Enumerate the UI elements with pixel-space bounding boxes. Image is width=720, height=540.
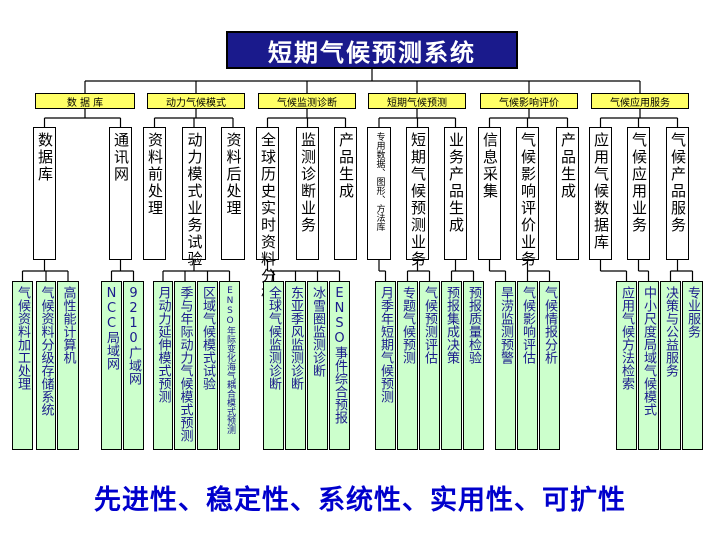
category-box: 气候影响评价 <box>480 93 578 109</box>
module-box-label: 中小尺度局域气候模式 <box>641 286 656 416</box>
subsystem-box-label: 应用气候数据库 <box>592 132 610 251</box>
subsystem-box: 产品生成 <box>334 127 357 260</box>
subsystem-box: 动力模式业务试验 <box>182 127 206 268</box>
subsystem-box: 气候产品服务 <box>666 127 689 260</box>
category-box: 数 据 库 <box>35 93 135 109</box>
subsystem-box-label: 信息采集 <box>481 132 499 200</box>
module-box-label: NCC局域网 <box>104 286 119 370</box>
module-box: 气候预测评估 <box>419 281 440 450</box>
module-box: NCC局域网 <box>101 281 122 450</box>
subsystem-box-label: 资料后处理 <box>224 132 243 217</box>
subsystem-box: 专用数据、图形、方法库 <box>367 127 391 260</box>
module-box-label: 决策与公益服务 <box>663 286 678 377</box>
module-box: 专题气候预测 <box>397 281 418 450</box>
module-box-label: ENSO年际变化海气耦合模式预测 <box>225 286 235 434</box>
module-box-label: 区域气候模式试验 <box>200 286 215 390</box>
module-box: 9210广域网 <box>123 281 144 450</box>
subsystem-box: 气候影响评价业务 <box>516 127 539 268</box>
category-box: 动力气候模式 <box>147 93 245 109</box>
module-box: 气候影响评估 <box>517 281 538 450</box>
module-box-label: 月动力延伸模式预测 <box>155 286 171 403</box>
subsystem-box-label: 监测诊断业务 <box>299 132 317 234</box>
module-box: 预报质量检验 <box>463 281 484 450</box>
module-box: 冰雪圈监测诊断 <box>307 281 328 450</box>
subsystem-box-label: 气候应用业务 <box>630 132 648 234</box>
module-box-label: 应用气候方法检索 <box>619 286 634 390</box>
module-box: 旱涝监测预警 <box>495 281 516 450</box>
module-box: 中小尺度局域气候模式 <box>638 281 659 450</box>
subsystem-box: 气候应用业务 <box>627 127 650 260</box>
module-box-label: 全球气候监测诊断 <box>266 286 281 390</box>
subsystem-box: 产品生成 <box>556 127 579 260</box>
subsystem-box: 信息采集 <box>478 127 501 260</box>
subsystem-box: 短期气候预测业务 <box>406 127 429 268</box>
subsystem-box-label: 数据库 <box>36 132 54 183</box>
subsystem-box: 数据库 <box>33 127 56 260</box>
category-box: 气候应用服务 <box>591 93 689 109</box>
module-box: 高性能计算机 <box>57 281 79 450</box>
module-box-label: 9210广域网 <box>126 286 141 385</box>
module-box: ENSO年际变化海气耦合模式预测 <box>219 281 240 450</box>
module-box-label: 月季年短期气候预测 <box>378 286 393 403</box>
module-box-label: 预报集成决策 <box>444 286 459 364</box>
subsystem-box: 资料后处理 <box>221 127 245 260</box>
subsystem-box-label: 短期气候预测业务 <box>409 132 427 268</box>
module-box-label: 气候预测评估 <box>422 286 437 364</box>
module-box: 预报集成决策 <box>441 281 462 450</box>
module-box: 气候资料分级存储系统 <box>36 281 56 450</box>
module-box-label: ENSO事件综合预报 <box>332 286 347 424</box>
subsystem-box: 应用气候数据库 <box>589 127 612 260</box>
subsystem-box: 全球历史实时资料分析 <box>256 127 279 302</box>
module-box: 应用气候方法检索 <box>616 281 637 450</box>
subsystem-box-label: 通讯网 <box>112 132 130 183</box>
module-box: 季与年际动力气候模式预测 <box>174 281 196 450</box>
module-box-label: 预报质量检验 <box>466 286 481 364</box>
system-title-box: 短期气候预测系统 <box>226 31 518 69</box>
slogan-text: 先进性、稳定性、系统性、实用性、可扩性 <box>94 485 626 516</box>
subsystem-box-label: 全球历史实时资料分析 <box>259 132 277 302</box>
module-box-label: 专业服务 <box>685 286 700 338</box>
module-box: 气候情报分析 <box>539 281 560 450</box>
module-box-label: 气候影响评估 <box>520 286 535 364</box>
subsystem-box-label: 动力模式业务试验 <box>185 132 204 268</box>
category-box: 气候监测诊断 <box>258 93 356 109</box>
subsystem-box: 业务产品生成 <box>444 127 467 260</box>
subsystem-box-label: 资料前处理 <box>146 132 164 217</box>
module-box: 气候资料加工处理 <box>12 281 33 450</box>
module-box: 月动力延伸模式预测 <box>153 281 173 450</box>
module-box-label: 季与年际动力气候模式预测 <box>177 286 193 442</box>
module-box: 区域气候模式试验 <box>197 281 218 450</box>
subsystem-box: 通讯网 <box>109 127 132 260</box>
subsystem-box-label: 业务产品生成 <box>447 132 465 234</box>
module-box: 专业服务 <box>682 281 703 450</box>
subsystem-box-label: 产品生成 <box>559 132 577 200</box>
module-box: 决策与公益服务 <box>660 281 681 450</box>
module-box-label: 旱涝监测预警 <box>498 286 513 364</box>
subsystem-box-label: 专用数据、图形、方法库 <box>374 132 385 231</box>
module-box-label: 气候资料加工处理 <box>15 286 30 390</box>
module-box: 全球气候监测诊断 <box>263 281 284 450</box>
subsystem-box-label: 产品生成 <box>337 132 355 200</box>
category-box: 短期气候预测 <box>368 93 466 109</box>
module-box-label: 气候资料分级存储系统 <box>38 286 54 416</box>
module-box-label: 专题气候预测 <box>400 286 415 364</box>
module-box-label: 东亚季风监测诊断 <box>288 286 303 390</box>
subsystem-box-label: 气候影响评价业务 <box>519 132 537 268</box>
module-box-label: 高性能计算机 <box>60 286 76 364</box>
module-box-label: 气候情报分析 <box>542 286 557 364</box>
module-box: 月季年短期气候预测 <box>375 281 396 450</box>
subsystem-box-label: 气候产品服务 <box>669 132 687 234</box>
subsystem-box: 资料前处理 <box>143 127 166 260</box>
module-box-label: 冰雪圈监测诊断 <box>310 286 325 377</box>
subsystem-box: 监测诊断业务 <box>296 127 319 260</box>
module-box: 东亚季风监测诊断 <box>285 281 306 450</box>
module-box: ENSO事件综合预报 <box>329 281 350 450</box>
